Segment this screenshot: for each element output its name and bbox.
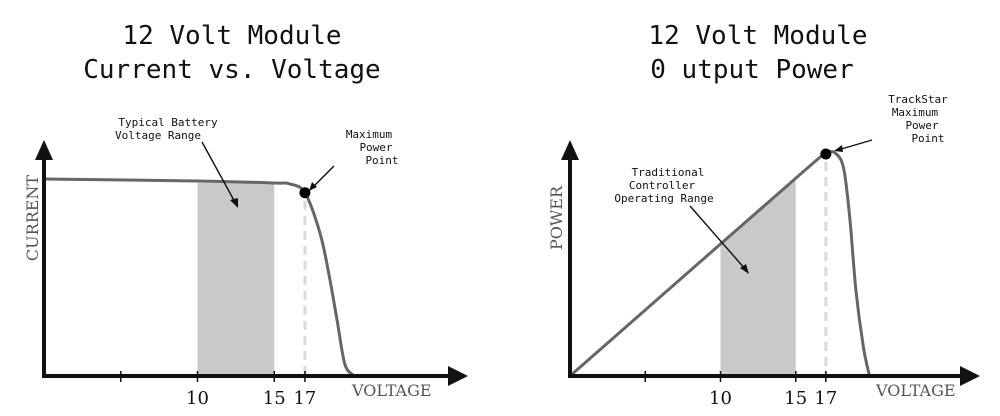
chart1-point-leader-arrow [309,182,317,191]
chart2-shaded-range [720,178,796,376]
chart2-x-axis-arrow [960,366,980,386]
chart2-point-label-line3: Power [905,119,938,132]
chart2-range-label-line3: Operating Range [614,192,713,205]
chart2-title-line2: 0 utput Power [650,55,854,85]
chart1-title-line1: 12 Volt Module [122,21,341,51]
c2-x-tick-label-15: 15 [784,388,807,409]
chart1-x-ticks: 10 15 17 [120,371,316,409]
chart1-point-label-line1: Maximum [346,128,393,141]
chart2-title-line1: 12 Volt Module [648,21,867,51]
chart1-point-label-line2: Power [359,141,392,154]
chart2-point-label-line4: Point [911,132,944,145]
c1-x-tick-label-15: 15 [263,388,286,409]
chart1-range-label-line1: Typical Battery [118,116,218,129]
chart1-shaded-range [197,182,275,376]
chart1-y-axis-label: CURRENT [23,175,42,262]
c1-x-tick-label-10: 10 [186,388,209,409]
chart1-x-axis-arrow [448,366,468,386]
chart2-range-leader-arrow [740,264,749,274]
chart2-y-axis-arrow [561,140,579,160]
chart2-trackstar-max-power-point [820,148,832,160]
output-power-chart: 12 Volt Module 0 utput Power 10 15 17 POWE… [547,21,980,409]
chart1-title-line2: Current vs. Voltage [83,55,380,85]
c2-x-tick-label-10: 10 [709,388,732,409]
chart2-point-label-line2: Maximum [892,106,939,119]
c1-x-tick-label-17: 17 [293,388,316,409]
chart2-range-label-line1: Traditional [632,166,705,179]
chart2-series-curve [569,150,871,378]
c2-x-tick-label-17: 17 [814,388,837,409]
chart2-range-label-line2: Controller [629,179,696,192]
chart1-range-leader [201,141,237,205]
chart2-point-leader [837,139,873,151]
chart2-x-ticks: 10 15 17 [644,371,837,409]
chart1-y-axis-arrow [35,140,53,160]
chart2-x-axis-label: VOLTAGE [875,381,956,400]
chart2-range-leader [689,205,747,271]
chart1-point-leader [311,165,335,189]
chart1-range-leader-arrow [230,198,238,208]
chart1-range-label-line2: Voltage Range [115,129,201,142]
chart2-point-leader-arrow [834,145,843,152]
chart1-x-axis-label: VOLTAGE [351,381,432,400]
chart1-point-label-line3: Point [365,154,398,167]
chart1-max-power-point [299,187,311,199]
chart2-y-axis-label: POWER [547,185,566,250]
chart2-point-label-line1: TrackStar [888,93,948,106]
